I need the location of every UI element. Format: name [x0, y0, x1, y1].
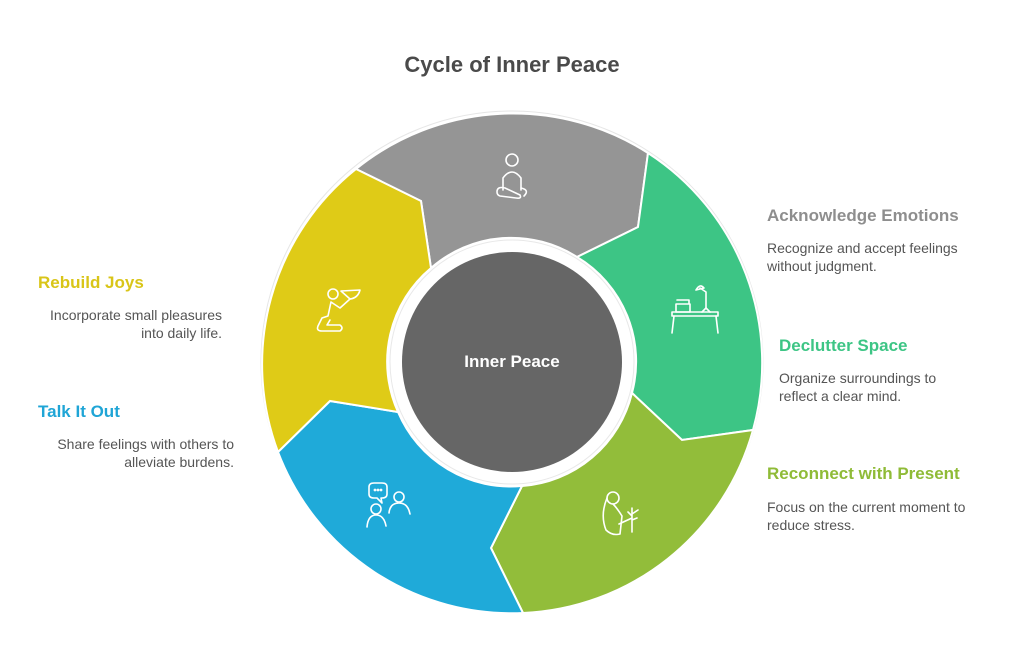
desc-line: alleviate burdens. [124, 454, 234, 470]
step-desc-talk-it-out: Share feelings with others to alleviate … [57, 435, 234, 471]
desc-line: Incorporate small pleasures [50, 307, 222, 323]
step-title-acknowledge-emotions: Acknowledge Emotions [767, 206, 959, 225]
step-desc-rebuild-joys: Incorporate small pleasures into daily l… [50, 306, 222, 342]
step-title-reconnect-present: Reconnect with Present [767, 464, 960, 483]
step-title-declutter-space: Declutter Space [779, 336, 908, 355]
segment-rebuild-joys [261, 167, 433, 454]
desc-line: Share feelings with others to [57, 436, 234, 452]
step-title-rebuild-joys: Rebuild Joys [38, 273, 144, 292]
step-desc-acknowledge-emotions: Recognize and accept feelings without ju… [767, 239, 958, 275]
step-desc-declutter-space: Organize surroundings to reflect a clear… [779, 369, 936, 405]
segment-acknowledge-emotions [354, 112, 650, 270]
diagram-title: Cycle of Inner Peace [404, 52, 620, 77]
center-circle [402, 252, 622, 472]
desc-line: Recognize and accept feelings [767, 240, 958, 256]
desc-line: reduce stress. [767, 517, 855, 533]
person-plant-icon [602, 491, 639, 536]
desk-lamp-icon [671, 285, 719, 334]
people-chat-icon [366, 482, 411, 528]
step-title-talk-it-out: Talk It Out [38, 402, 120, 421]
desc-line: into daily life. [141, 325, 222, 341]
segment-declutter-space [574, 151, 764, 442]
desc-line: without judgment. [767, 258, 877, 274]
step-desc-reconnect-present: Focus on the current moment to reduce st… [767, 498, 965, 534]
desc-line: reflect a clear mind. [779, 388, 902, 404]
segment-reconnect-present [489, 391, 755, 615]
segment-talk-it-out [276, 399, 525, 615]
center-label: Inner Peace [464, 352, 560, 371]
kneeling-offering-icon [316, 288, 361, 332]
desc-line: Focus on the current moment to [767, 499, 966, 515]
desc-line: Organize surroundings to [779, 370, 937, 386]
meditation-icon [496, 153, 528, 199]
